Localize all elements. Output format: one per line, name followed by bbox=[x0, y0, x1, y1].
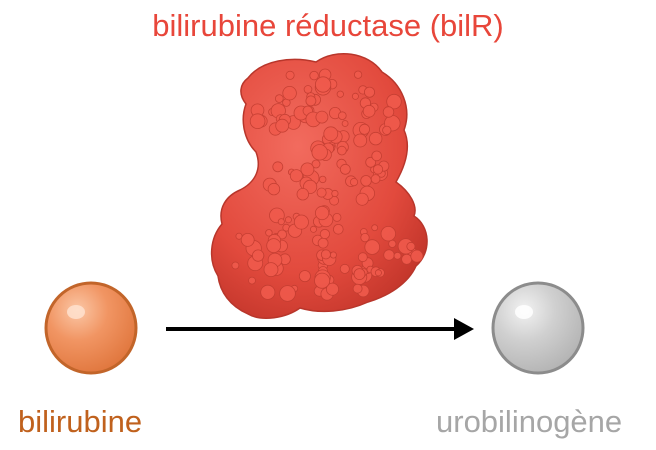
protein-surface-bump bbox=[314, 205, 330, 221]
protein-surface-bump bbox=[231, 261, 240, 270]
protein-surface-bump bbox=[311, 159, 321, 169]
protein-surface-bump bbox=[317, 237, 329, 249]
substrate-label: bilirubine bbox=[18, 404, 143, 439]
protein-surface-bump bbox=[249, 113, 266, 129]
protein-surface-bump bbox=[263, 262, 279, 278]
protein-surface-bump bbox=[305, 95, 317, 107]
substrate-sphere-icon bbox=[44, 281, 138, 375]
protein-surface-bump bbox=[303, 85, 313, 94]
protein-surface-bump bbox=[332, 212, 342, 222]
protein-surface-bump bbox=[289, 169, 303, 183]
protein-surface-bump bbox=[363, 86, 375, 98]
protein-surface-bump bbox=[364, 239, 381, 255]
protein-surface-bump bbox=[315, 110, 329, 124]
protein-surface-bump bbox=[353, 70, 363, 79]
protein-surface-bump bbox=[382, 125, 392, 135]
protein-surface-bump bbox=[355, 192, 369, 206]
protein-surface-bump bbox=[358, 123, 370, 135]
protein-surface-bump bbox=[369, 131, 383, 146]
reaction-arrow bbox=[166, 318, 474, 340]
protein-surface-bump bbox=[337, 145, 347, 156]
protein-surface-bump bbox=[277, 229, 288, 240]
protein-surface-bump bbox=[282, 85, 297, 101]
protein-surface-bump bbox=[372, 164, 384, 175]
protein-surface-bump bbox=[374, 269, 382, 277]
protein-surface-bump bbox=[311, 144, 328, 161]
protein-surface-bump bbox=[341, 120, 349, 127]
protein-surface-bump bbox=[339, 263, 350, 274]
protein-surface-bump bbox=[298, 270, 311, 283]
protein-surface-bump bbox=[319, 228, 330, 240]
protein-surface-bump bbox=[248, 276, 256, 285]
product-label: urobilinogène bbox=[436, 404, 623, 439]
protein-surface-bump bbox=[352, 283, 363, 294]
product-sphere-icon bbox=[491, 281, 585, 375]
protein-surface-bump bbox=[386, 93, 402, 110]
protein-surface-bump bbox=[279, 285, 296, 302]
protein-surface-bump bbox=[353, 268, 366, 281]
protein-structure-icon bbox=[210, 52, 428, 320]
protein-surface-bump bbox=[371, 224, 379, 232]
protein-surface-bump bbox=[314, 272, 331, 289]
protein-surface-bump bbox=[337, 111, 347, 120]
protein-surface-bump bbox=[277, 218, 285, 226]
protein-surface-texture bbox=[231, 68, 424, 302]
protein-surface-bump bbox=[265, 229, 273, 237]
protein-surface-bump bbox=[329, 251, 337, 259]
protein-surface-bump bbox=[320, 249, 331, 260]
protein-surface-bump bbox=[357, 252, 368, 263]
protein-surface-bump bbox=[401, 253, 413, 265]
protein-surface-bump bbox=[272, 161, 284, 173]
protein-surface-bump bbox=[240, 232, 255, 247]
protein-surface-bump bbox=[383, 249, 395, 261]
protein-surface-bump bbox=[353, 133, 368, 148]
protein-surface-bump bbox=[284, 216, 292, 224]
protein-surface-bump bbox=[285, 70, 295, 80]
protein-surface-bump bbox=[314, 76, 332, 93]
protein-surface-bump bbox=[319, 175, 327, 184]
protein-surface-bump bbox=[275, 118, 290, 133]
protein-surface-bump bbox=[260, 284, 276, 300]
protein-surface-bump bbox=[266, 238, 282, 254]
protein-surface-bump bbox=[360, 175, 372, 187]
protein-surface-bump bbox=[252, 249, 265, 262]
protein-surface-bump bbox=[296, 187, 310, 201]
protein-surface-bump bbox=[316, 187, 327, 198]
protein-surface-bump bbox=[393, 251, 402, 260]
protein-surface-bump bbox=[349, 178, 359, 187]
protein-surface-bump bbox=[323, 126, 339, 142]
protein-surface-bump bbox=[339, 163, 351, 175]
protein-surface-bump bbox=[309, 225, 317, 233]
protein-surface-bump bbox=[336, 90, 344, 98]
protein-surface-bump bbox=[332, 224, 344, 235]
enzyme-title: bilirubine réductase (bilR) bbox=[152, 8, 504, 43]
protein-surface-bump bbox=[410, 249, 424, 263]
protein-surface-bump bbox=[309, 70, 319, 81]
protein-surface-bump bbox=[293, 214, 309, 230]
protein-surface-bump bbox=[300, 162, 315, 177]
protein-surface-bump bbox=[371, 150, 383, 162]
protein-surface-bump bbox=[406, 241, 416, 251]
protein-surface-bump bbox=[362, 104, 376, 118]
protein-surface-bump bbox=[331, 189, 339, 198]
protein-surface-bump bbox=[274, 94, 284, 103]
protein-surface-bump bbox=[360, 233, 370, 243]
protein-surface-bump bbox=[351, 92, 359, 100]
protein-surface-bump bbox=[380, 225, 397, 242]
protein-surface-bump bbox=[267, 182, 281, 196]
protein-surface-bump bbox=[325, 282, 339, 296]
protein-surface-bump bbox=[382, 106, 395, 118]
protein-surface-bump bbox=[370, 174, 381, 184]
